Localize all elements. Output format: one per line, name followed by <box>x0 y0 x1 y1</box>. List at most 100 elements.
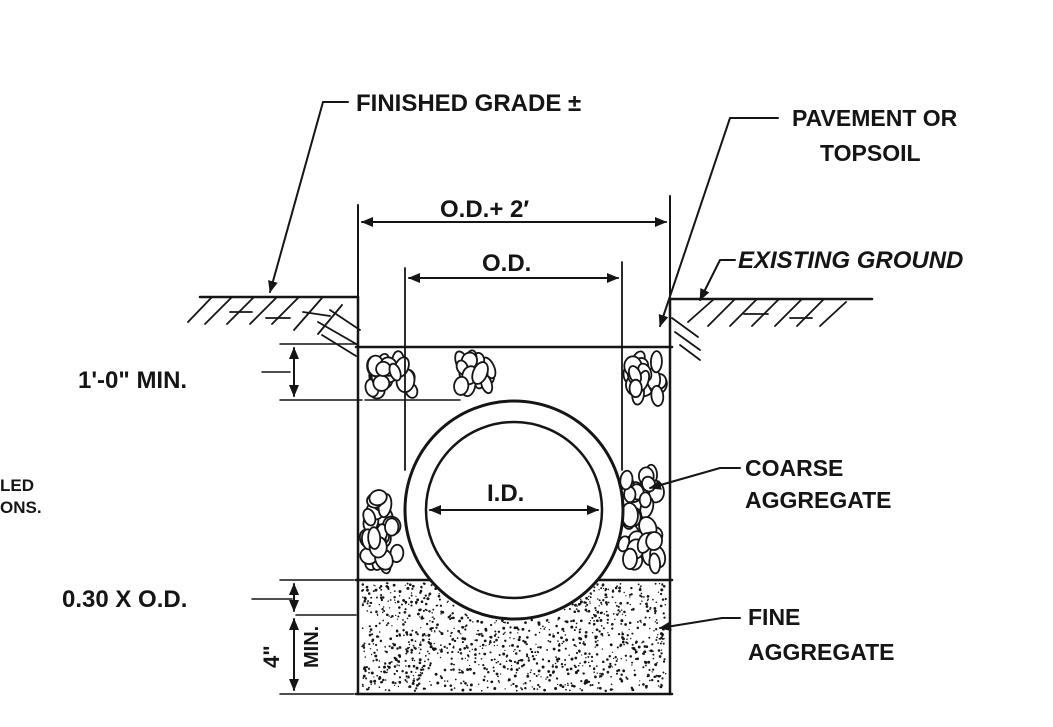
fine-aggregate-dot <box>436 623 439 627</box>
fine-aggregate-dot <box>371 639 374 643</box>
fine-aggregate-dot <box>429 620 431 622</box>
fine-aggregate-dot <box>382 678 385 682</box>
ground-hatching-left <box>187 296 361 357</box>
fine-aggregate-dot <box>406 617 409 620</box>
fine-aggregate-dot <box>469 688 472 692</box>
fine-aggregate-dot <box>374 654 378 658</box>
fine-aggregate-dot <box>569 689 571 692</box>
fine-aggregate-dot <box>405 649 409 653</box>
fine-aggregate-dot <box>592 622 596 626</box>
fine-aggregate-dot <box>419 643 422 647</box>
fine-aggregate-dot <box>614 656 617 659</box>
fine-aggregate-dot <box>430 684 433 686</box>
fine-aggregate-dot <box>386 582 389 585</box>
fine-aggregate-dot <box>537 683 540 687</box>
fine-aggregate-dot <box>620 673 623 676</box>
fine-aggregate-dot <box>415 631 418 634</box>
fine-aggregate-dot <box>369 628 373 631</box>
fine-aggregate-dot <box>415 687 418 690</box>
fine-aggregate-dot <box>570 657 574 661</box>
fine-aggregate-dot <box>555 624 558 628</box>
fine-aggregate-dot <box>513 674 517 678</box>
fine-aggregate-dot <box>621 631 623 633</box>
fine-aggregate-dot <box>420 586 423 589</box>
fine-aggregate-dot <box>512 650 515 653</box>
fine-aggregate-dot <box>468 664 471 667</box>
fine-aggregate-dot <box>515 668 519 672</box>
fine-aggregate-dot <box>506 621 509 625</box>
fine-aggregate-dot <box>557 649 560 652</box>
fine-aggregate-dot <box>601 603 603 606</box>
fine-aggregate-dot <box>582 672 585 675</box>
coarse-stone <box>367 526 382 550</box>
fine-aggregate-dot <box>374 585 376 587</box>
fine-aggregate-dot <box>654 582 657 585</box>
fine-aggregate-dot <box>483 652 487 656</box>
fine-aggregate-dot <box>464 657 467 659</box>
fine-aggregate-dot <box>551 665 554 668</box>
fine-aggregate-dot <box>663 658 666 661</box>
fine-aggregate-dot <box>419 641 422 643</box>
fine-aggregate-dot <box>393 656 396 659</box>
fine-aggregate-dot <box>408 583 412 587</box>
fine-aggregate-dot <box>362 602 364 604</box>
fine-aggregate-dot <box>497 680 500 682</box>
fine-aggregate-dot <box>531 686 534 688</box>
fine-aggregate-dot <box>374 588 378 592</box>
fine-aggregate-dot <box>402 629 404 632</box>
fine-aggregate-dot <box>378 603 381 606</box>
fine-aggregate-dot <box>475 639 478 642</box>
fine-aggregate-dot <box>389 599 392 601</box>
fine-aggregate-dot <box>387 665 391 669</box>
fine-aggregate-dot <box>486 680 489 682</box>
fine-aggregate-dot <box>364 597 367 601</box>
fine-aggregate-dot <box>521 627 525 631</box>
coarse-stone <box>388 362 402 382</box>
fine-aggregate-dot <box>398 594 401 597</box>
fine-aggregate-dot <box>383 609 386 613</box>
fine-aggregate-dot <box>661 635 664 637</box>
od-plus-2-dimension <box>357 195 671 300</box>
fine-aggregate-dot <box>361 683 364 686</box>
fine-aggregate-dot <box>493 687 497 690</box>
fine-aggregate-dot <box>378 631 381 633</box>
fine-aggregate-dot <box>366 610 369 612</box>
fine-aggregate-dot <box>648 679 651 682</box>
fine-aggregate-dot <box>403 610 407 614</box>
fine-aggregate-dot <box>528 629 531 632</box>
fine-aggregate-dot <box>603 613 606 615</box>
fine-aggregate-dot <box>648 636 651 639</box>
fine-aggregate-dot <box>583 643 587 646</box>
fine-aggregate-dot <box>361 603 365 607</box>
fine-aggregate-dot <box>549 640 552 643</box>
fine-aggregate-dot <box>378 586 381 589</box>
fine-aggregate-dot <box>572 619 575 623</box>
fine-aggregate-dot <box>533 672 536 675</box>
fine-aggregate-dot <box>440 648 443 650</box>
fine-aggregate-dot <box>440 644 442 646</box>
fine-aggregate-dot <box>611 590 615 593</box>
fine-aggregate-dot <box>544 626 546 629</box>
fine-aggregate-dot <box>405 671 408 675</box>
fine-aggregate-dot <box>478 683 480 685</box>
fine-aggregate-dot <box>387 600 389 602</box>
fine-aggregate-dot <box>450 657 453 660</box>
fine-aggregate-dot <box>563 608 566 611</box>
fine-aggregate-dot <box>564 684 566 686</box>
fine-aggregate-dot <box>483 675 486 678</box>
fine-aggregate-dot <box>495 638 498 642</box>
fine-aggregate-dot <box>439 604 443 607</box>
fine-aggregate-dot <box>624 623 627 626</box>
fine-aggregate-dot <box>504 649 506 652</box>
fine-aggregate-dot <box>582 665 584 667</box>
fine-aggregate-dot <box>659 642 662 645</box>
fine-aggregate-dot <box>585 605 587 608</box>
fine-aggregate-dot <box>367 667 371 670</box>
fine-aggregate-dot <box>617 632 621 636</box>
fine-aggregate-dot <box>617 609 620 612</box>
fine-aggregate-dot <box>570 625 574 629</box>
fine-aggregate-dot <box>634 650 638 654</box>
fine-aggregate-dot <box>373 679 377 683</box>
fine-aggregate-dot <box>658 582 661 585</box>
fine-aggregate-dot <box>482 678 486 682</box>
